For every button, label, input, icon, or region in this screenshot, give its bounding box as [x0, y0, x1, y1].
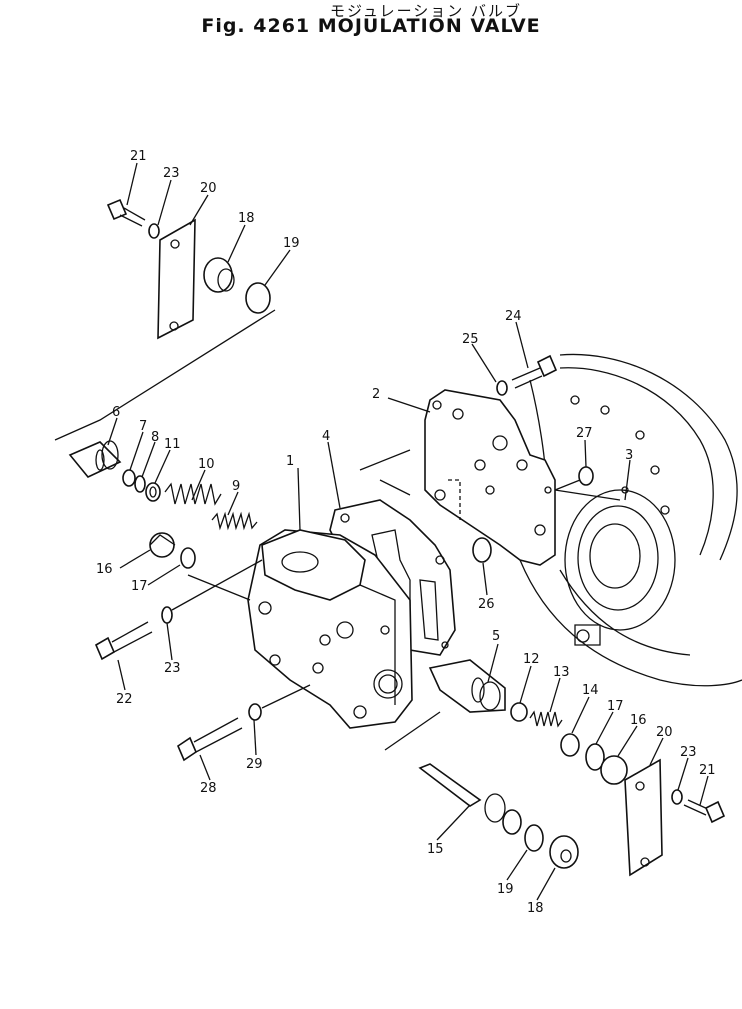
leader-line-15 — [384, 711, 441, 751]
callout-labels: 21 23 20 18 19 6 7 8 11 10 9 1 4 2 16 17… — [96, 149, 716, 916]
part-19-o-ring-upper — [245, 282, 271, 314]
callout-19-lower: 19 — [497, 882, 514, 897]
leader-line-23 — [171, 559, 263, 611]
callout-10: 10 — [198, 457, 215, 472]
part-23-lock-washer-left — [161, 606, 173, 624]
part-11-o-ring — [145, 482, 161, 502]
callout-19-upper: 19 — [283, 236, 300, 251]
callout-1: 1 — [286, 454, 294, 469]
callout-23-upper: 23 — [163, 166, 180, 181]
part-9-spring — [211, 511, 258, 531]
callout-4: 4 — [322, 429, 330, 444]
callout-leaders — [107, 162, 709, 901]
leader-line-29 — [261, 684, 311, 709]
callout-27: 27 — [576, 426, 593, 441]
callout-6: 6 — [112, 405, 120, 420]
callout-29: 29 — [246, 757, 263, 772]
leader-line-17 — [187, 574, 251, 601]
callout-20-lower: 20 — [656, 725, 673, 740]
part-1-valve-body — [247, 529, 413, 729]
part-24-bolt — [511, 354, 558, 389]
diagram-title: Fig. 4261 MOJULATION VALVE — [201, 15, 541, 37]
callout-3: 3 — [625, 448, 633, 463]
part-12-spring-seat — [510, 702, 528, 722]
part-17-o-ring-right — [585, 743, 605, 771]
part-6-valve-spool — [68, 440, 122, 478]
leader-line-27 — [554, 479, 621, 501]
part-18-plug-lower — [549, 835, 579, 869]
callout-7: 7 — [139, 419, 147, 434]
callout-26: 26 — [478, 597, 495, 612]
part-16-plug-left — [149, 532, 176, 558]
part-2-cover-plate — [424, 389, 556, 566]
part-10-spring — [164, 482, 222, 506]
callout-11: 11 — [164, 437, 181, 452]
part-14-piston — [560, 733, 580, 757]
diagram-title-japanese: モジュレーション バルブ — [329, 2, 523, 20]
callout-17-left: 17 — [131, 579, 148, 594]
callout-20-upper: 20 — [200, 181, 217, 196]
part-21-bolt-upper — [106, 198, 146, 227]
callout-13: 13 — [553, 665, 570, 680]
part-15-shaft — [418, 763, 522, 835]
callout-12: 12 — [523, 652, 540, 667]
part-21-bolt-lower — [683, 799, 726, 824]
part-22-bolt — [94, 621, 153, 661]
part-23-lock-washer-right — [671, 789, 683, 805]
callout-21-lower: 21 — [699, 763, 716, 778]
callout-18-lower: 18 — [527, 901, 544, 916]
part-5-valve-spool — [428, 659, 506, 713]
callout-17-right: 17 — [607, 699, 624, 714]
callout-14: 14 — [582, 683, 599, 698]
callout-5: 5 — [492, 629, 500, 644]
part-13-spring — [529, 710, 563, 728]
callout-18-upper: 18 — [238, 211, 255, 226]
part-28-bolt — [177, 717, 243, 762]
part-18-plug-upper — [203, 257, 235, 293]
part-8-washer — [134, 475, 146, 493]
part-25-lock-washer — [496, 380, 508, 396]
part-20-plate-lower — [624, 758, 663, 877]
callout-24: 24 — [505, 309, 522, 324]
transmission-housing — [519, 353, 742, 687]
leader-line-plate — [359, 449, 411, 496]
callout-15: 15 — [427, 842, 444, 857]
part-19-o-ring-lower — [524, 824, 544, 852]
callout-8: 8 — [151, 430, 159, 445]
part-26-o-ring — [472, 537, 492, 563]
part-29-lock-washer — [248, 703, 262, 721]
callout-16-right: 16 — [630, 713, 647, 728]
callout-23-left: 23 — [164, 661, 181, 676]
callout-23-right: 23 — [680, 745, 697, 760]
callout-25: 25 — [462, 332, 479, 347]
part-20-plate-upper — [157, 218, 196, 340]
part-27-o-ring — [578, 466, 594, 486]
part-23-lock-washer-upper — [148, 223, 160, 239]
part-16-plug-right — [600, 755, 628, 785]
callout-16-left: 16 — [96, 562, 113, 577]
callout-21-upper: 21 — [130, 149, 147, 164]
callout-9: 9 — [232, 479, 240, 494]
part-7-spacer — [122, 469, 136, 487]
part-17-o-ring-left — [180, 547, 196, 569]
callout-22: 22 — [116, 692, 133, 707]
callout-2: 2 — [372, 387, 380, 402]
leader-line-upper — [54, 309, 276, 441]
callout-28: 28 — [200, 781, 217, 796]
